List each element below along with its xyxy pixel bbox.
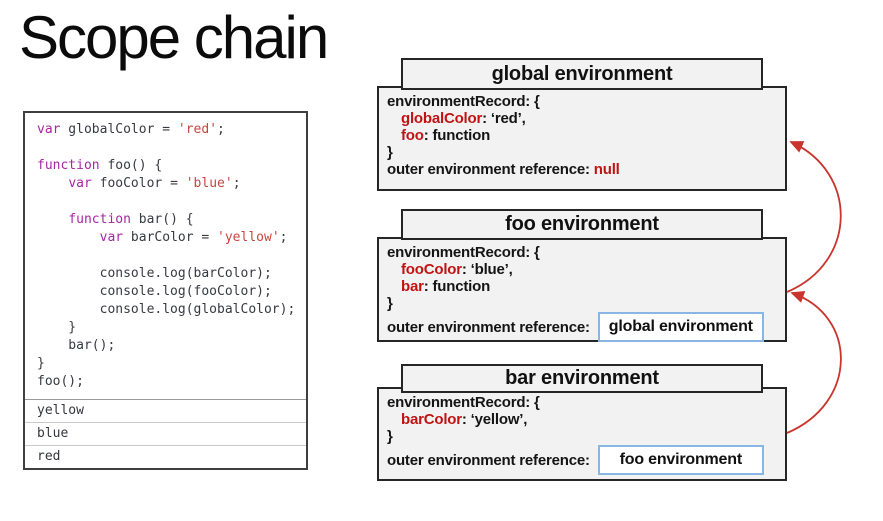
record-key: foo [401,127,424,144]
record-open: environmentRecord: { [387,244,540,261]
record-value: : function [423,278,491,295]
code-line: function foo() { [37,158,163,173]
arrow-bar-to-foo [786,290,842,434]
env-bar-title-tab: bar environment [401,364,763,393]
code-line [37,193,306,211]
record-entry: foo: function [387,127,777,144]
env-global-title-tab: global environment [401,58,763,90]
record-close: } [387,144,393,161]
code-line: console.log(barColor); [37,266,272,281]
code-line: var fooColor = 'blue'; [68,176,241,191]
code-line [37,139,306,157]
code-line: console.log(fooColor); [37,284,272,299]
record-key: bar [401,278,424,295]
record-key: barColor [401,411,462,428]
outer-reference-label: outer environment reference: [387,161,594,178]
outer-reference-box-label: foo environment [619,451,743,468]
record-entry: globalColor: ‘red’, [387,110,777,127]
console-output-row: yellow [25,399,306,422]
page-title: Scope chain [19,4,329,71]
code-line [37,247,306,265]
env-foo-body: environmentRecord: { fooColor: ‘blue’, b… [377,237,787,342]
outer-reference-value: null [593,161,620,178]
env-global-title: global environment [491,62,673,85]
outer-reference-line: outer environment reference: null [387,161,777,178]
outer-reference-line: outer environment reference: foo environ… [387,445,777,475]
code-line: var globalColor = 'red'; [37,122,225,137]
code-line: var barColor = 'yellow'; [99,230,288,245]
code-panel: var globalColor = 'red'; function foo() {… [23,111,308,470]
code-line: console.log(globalColor); [37,302,296,317]
record-value: : ‘red’, [482,110,526,127]
env-bar-body: environmentRecord: { barColor: ‘yellow’,… [377,387,787,481]
record-value: : function [423,127,491,144]
record-open: environmentRecord: { [387,394,540,411]
env-bar-title: bar environment [505,367,659,389]
outer-reference-box-label: global environment [608,318,753,335]
code-line: foo(); [37,374,84,389]
record-entry: bar: function [387,278,777,295]
outer-reference-box: foo environment [597,445,764,475]
record-open: environmentRecord: { [387,93,540,110]
console-output-row: red [25,445,306,468]
record-entry: barColor: ‘yellow’, [387,411,777,428]
record-close: } [387,428,393,445]
outer-reference-label: outer environment reference: [387,451,590,469]
record-close: } [387,295,393,312]
record-value: : ‘yellow’, [461,411,528,428]
record-key: globalColor [401,110,483,127]
code-line: function bar() { [68,212,194,227]
record-entry: fooColor: ‘blue’, [387,261,777,278]
env-foo-title-tab: foo environment [401,209,763,240]
env-global-body: environmentRecord: { globalColor: ‘red’,… [377,86,787,191]
record-key: fooColor [401,261,462,278]
record-value: : ‘blue’, [461,261,513,278]
code-line: } [37,320,77,335]
outer-reference-label: outer environment reference: [387,318,590,336]
console-output: yellow blue red [25,399,306,468]
env-foo-title: foo environment [505,213,659,235]
outer-reference-box: global environment [597,312,764,342]
arrow-foo-to-global [786,141,842,293]
code-line: } [37,356,45,371]
code-lines: var globalColor = 'red'; function foo() {… [25,113,306,391]
code-line: bar(); [37,338,116,353]
outer-reference-line: outer environment reference: global envi… [387,312,777,342]
console-output-row: blue [25,422,306,445]
